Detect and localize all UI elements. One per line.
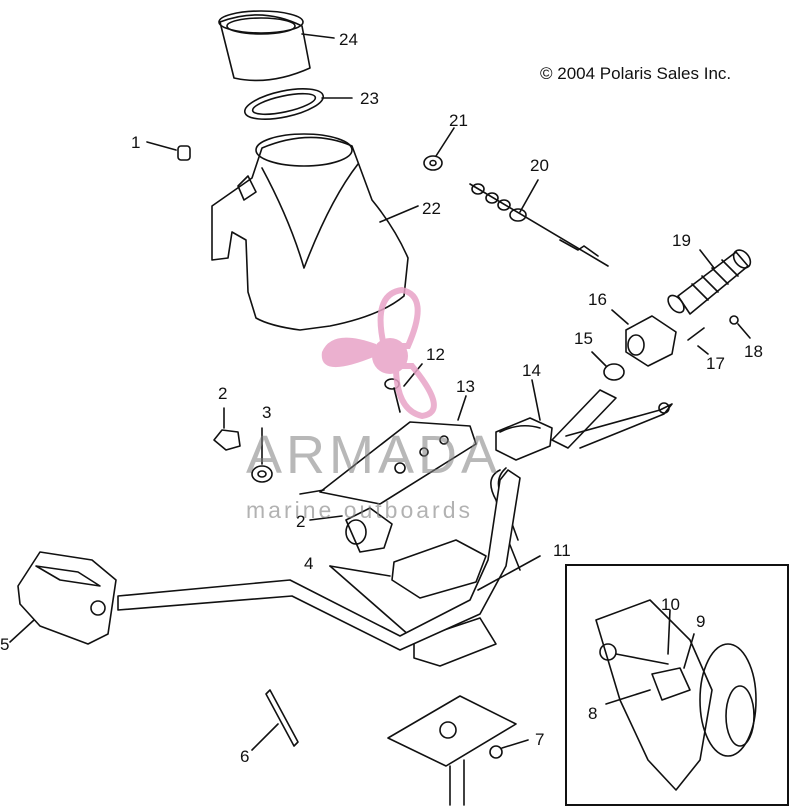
part-1-screw (146, 141, 191, 161)
watermark-tagline: marine outboards (246, 497, 473, 523)
inset-detail (595, 599, 757, 791)
callout-17: 17 (706, 354, 725, 373)
part-19-grip (667, 249, 752, 315)
callout-2-top: 2 (218, 384, 228, 403)
callout-7: 7 (535, 730, 545, 749)
inset-frame (565, 564, 789, 806)
callout-12: 12 (426, 345, 445, 364)
callout-11: 11 (553, 541, 571, 560)
callout-23: 23 (360, 89, 379, 108)
callout-18: 18 (744, 342, 763, 361)
part-2-fitting (213, 407, 241, 451)
callout-15: 15 (574, 329, 593, 348)
part-13-plate (299, 395, 477, 505)
part-15-bushing (591, 351, 625, 381)
callout-20: 20 (530, 156, 549, 175)
callout-2-bottom: 2 (296, 512, 306, 531)
callout-5: 5 (0, 635, 10, 654)
part-3-grommet (251, 427, 273, 483)
part-24-sleeve (218, 10, 335, 82)
callout-19: 19 (672, 231, 691, 250)
watermark-logo (321, 286, 437, 420)
callout-8: 8 (588, 704, 598, 723)
part-2-knob (309, 507, 393, 553)
part-16-switch (611, 309, 751, 367)
part-5-control-block (9, 551, 117, 645)
callout-1: 1 (131, 133, 141, 152)
copyright-text: © 2004 Polaris Sales Inc. (540, 64, 732, 83)
watermark-name: ARMADA (246, 425, 502, 485)
part-14-master-cylinder (495, 379, 673, 461)
part-21-nut (423, 127, 455, 171)
callout-13: 13 (456, 377, 475, 396)
callout-6: 6 (240, 747, 250, 766)
part-4-clamps (329, 539, 497, 667)
callout-4: 4 (304, 554, 314, 573)
callout-9: 9 (696, 612, 706, 631)
part-22-housing (211, 133, 419, 331)
callout-24: 24 (339, 30, 358, 49)
part-20-shaft (469, 179, 609, 267)
part-11-handlebar (117, 469, 541, 651)
part-6-tie (251, 689, 299, 751)
callout-3: 3 (262, 403, 272, 422)
callout-14: 14 (522, 361, 541, 380)
callout-22: 22 (422, 199, 441, 218)
callout-21: 21 (449, 111, 468, 130)
callout-16: 16 (588, 290, 607, 309)
callout-10: 10 (661, 595, 680, 614)
part-7-nut-bracket (387, 695, 529, 806)
part-23-ring (243, 88, 353, 120)
